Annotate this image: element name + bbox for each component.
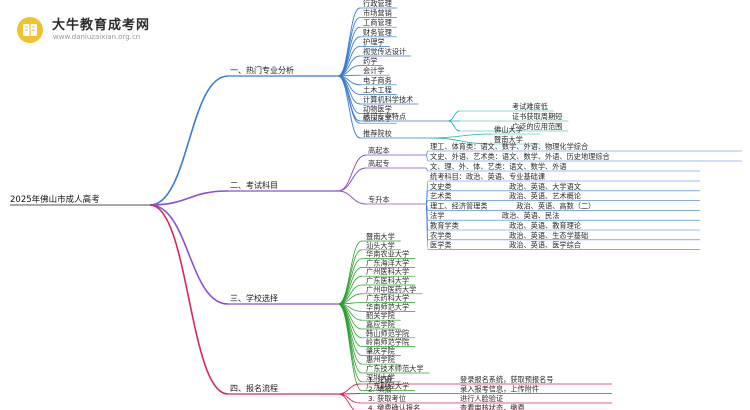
- school-item: 华南师范大学: [366, 302, 409, 311]
- branch-label: 四、报名流程: [230, 383, 278, 393]
- major-connector: [337, 17, 361, 77]
- step-label: 4. 缴费确认报名: [368, 404, 420, 410]
- major-item: 工商管理: [363, 18, 392, 27]
- major-item: 护理学: [363, 37, 385, 46]
- school-connector: [429, 137, 493, 145]
- subject-item: 文、理、外、体、艺类：语文、数学、外语: [430, 162, 567, 171]
- feature-connector: [447, 120, 461, 132]
- subject-item: 理工、经济管理类 政治、英语、高数（二）: [430, 201, 595, 210]
- book-logo-icon: [17, 17, 43, 43]
- school-item: 岭南师范学院: [366, 338, 409, 347]
- school-item: 广东医科大学: [366, 276, 409, 285]
- subject-item: 文史类 政治、英语、大学语文: [430, 182, 581, 191]
- major-item: 电子商务: [363, 76, 392, 85]
- step-label: 3. 获取考位: [368, 394, 406, 403]
- gaoqizhuan-connector: [337, 167, 367, 192]
- step-label: 2. 填报: [368, 385, 392, 394]
- school-item: 惠州学院: [366, 355, 395, 364]
- site-url: www.daniuzaixian.org.cn: [53, 33, 141, 41]
- major-item: 临床医学: [363, 114, 392, 123]
- major-item: 计算机科学技术: [363, 95, 413, 104]
- school-item: 广东技术师范大学: [366, 364, 424, 373]
- subject-item: 医学类 政治、英语、医学综合: [430, 241, 581, 250]
- gaoqiben-label: 高起本: [368, 146, 390, 155]
- branch-label: 一、热门专业分析: [230, 65, 294, 75]
- subject-item: 教育学类 政治、英语、教育理论: [430, 221, 582, 230]
- school-connector: [337, 258, 363, 305]
- major-item: 会计学: [363, 66, 385, 75]
- subject-item: 农学类 政治、英语、生态学基础: [430, 231, 588, 240]
- school-item: 广东财经大学: [366, 382, 409, 391]
- school-item: 韩山师范学院: [366, 329, 409, 338]
- school-item: 广州医科大学: [366, 267, 409, 276]
- major-item: 行政管理: [363, 0, 392, 8]
- major-item: 财务管理: [363, 28, 392, 37]
- major-item: 动物医学: [363, 105, 392, 114]
- school-item: 广东海洋大学: [366, 258, 409, 267]
- subject-connector: [425, 150, 429, 156]
- subject-connector: [425, 167, 429, 172]
- features-connector: [337, 75, 361, 122]
- branch-label: 三、学校选择: [230, 293, 278, 303]
- subject-item: 统考科目：政治、英语、专业基础课: [430, 172, 545, 181]
- school-connector: [337, 303, 363, 391]
- branch-label: 二、考试科目: [230, 180, 278, 190]
- step-connector: [337, 393, 355, 410]
- recommended-school: 佛山大学: [494, 125, 523, 134]
- step-desc: 进行人脸验证: [460, 394, 503, 403]
- step-desc: 查看审核状态，缴费: [460, 404, 525, 410]
- school-item: 广州中医药大学: [366, 285, 416, 294]
- major-item: 药学: [363, 57, 377, 66]
- feature-item: 证书获取周期短: [512, 112, 562, 121]
- school-item: 肇庆学院: [366, 346, 395, 355]
- subject-item: 理工、体育类：语文、数学、外语、物理化学综合: [430, 142, 588, 151]
- subject-item: 法学 政治、英语、民法: [430, 211, 559, 220]
- root-node-label: 2025年佛山市成人高考: [10, 194, 100, 205]
- branch-connector: [149, 204, 229, 305]
- major-item: 视觉传达设计: [363, 47, 406, 56]
- school-connector: [337, 275, 363, 305]
- step-desc: 录入报考信息，上传附件: [460, 385, 539, 394]
- school-connector: [429, 133, 493, 139]
- school-item: 韶关学院: [366, 311, 395, 320]
- step-connector: [337, 383, 361, 395]
- major-connector: [337, 36, 361, 77]
- school-item: 嘉应学院: [366, 320, 395, 329]
- feature-item: 广泛的应用范围: [512, 122, 562, 131]
- major-item: 土木工程: [363, 85, 392, 94]
- zhuanshengben-connector: [337, 190, 367, 205]
- school-item: 暨南大学: [366, 232, 395, 241]
- step-connector: [337, 393, 361, 404]
- features-label: 热门专业特点: [363, 112, 406, 121]
- step-connector: [337, 393, 361, 395]
- school-connector: [337, 303, 363, 365]
- subject-connector: [425, 154, 429, 162]
- recommended-label: 推荐院校: [363, 129, 392, 138]
- step-desc: 登录报名系统，获取预报名号: [460, 375, 553, 384]
- school-item: 深圳大学: [366, 373, 395, 382]
- feature-connector: [447, 110, 461, 122]
- feature-item: 考试难度低: [512, 102, 548, 111]
- major-item: 市场营销: [363, 9, 392, 18]
- school-item: 汕头大学: [366, 241, 395, 250]
- school-item: 广东药科大学: [366, 294, 409, 303]
- branch-connector: [149, 75, 229, 206]
- school-connector: [337, 267, 363, 305]
- major-connector: [337, 26, 361, 77]
- subject-item: 艺术类 政治、英语、艺术概论: [430, 192, 582, 201]
- recommended-school: 暨南大学: [494, 135, 523, 144]
- zhuanshengben-label: 专升本: [368, 195, 390, 204]
- gaoqiben-connector: [337, 154, 367, 192]
- branch-connector: [149, 190, 229, 206]
- subject-connector: [425, 203, 429, 250]
- recommended-connector: [337, 75, 361, 139]
- step-label: 1. 注册: [368, 375, 392, 384]
- subject-item: 文史、外语、艺术类：语文、数学、外语、历史地理综合: [430, 152, 610, 161]
- gaoqizhuan-label: 高起专: [368, 159, 390, 168]
- site-title: 大牛教育成考网: [52, 18, 151, 33]
- school-item: 华南农业大学: [366, 250, 409, 259]
- branch-connector: [149, 204, 229, 395]
